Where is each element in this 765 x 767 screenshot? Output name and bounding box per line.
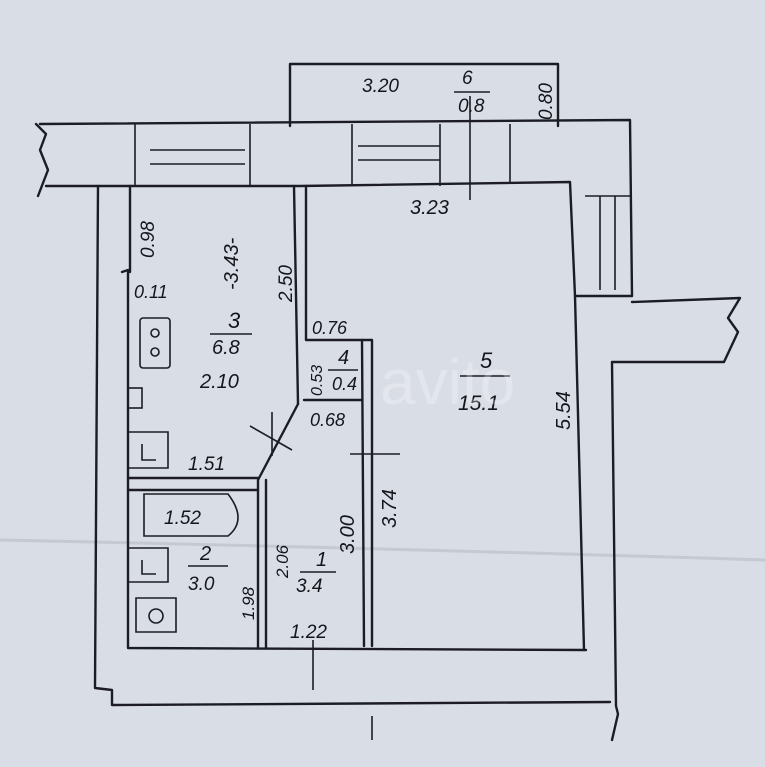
room-4-number: 4 <box>338 347 349 369</box>
stove-icon <box>139 317 171 369</box>
outer-walls <box>34 118 742 742</box>
room-5-number: 5 <box>480 348 493 373</box>
room-2-area: 3.0 <box>188 574 215 595</box>
closet-bottom-label: 0.68 <box>310 410 345 430</box>
room-2-number: 2 <box>199 543 211 565</box>
kitchen-length-label: -3.43- <box>221 237 243 290</box>
hall-width-label: 1.22 <box>290 622 327 643</box>
kitchen-top-label: 0.98 <box>138 221 159 258</box>
bathtub-icon <box>143 493 239 537</box>
balcony-depth-label: 0.80 <box>536 83 557 120</box>
balcony-length-label: 3.20 <box>362 76 399 97</box>
bathtub-label: 1.52 <box>164 508 201 529</box>
room-3-area: 6.8 <box>212 337 240 359</box>
bath-side2-label: 1.98 <box>239 586 258 620</box>
balcony <box>288 62 560 128</box>
partition-label: 2.50 <box>276 265 297 303</box>
room-1-area: 3.4 <box>296 576 322 597</box>
hall-length-label: 3.74 <box>379 489 401 528</box>
hall-side-label: 3.00 <box>337 515 359 554</box>
closet-top-label: 0.76 <box>312 318 348 338</box>
room-6-area: 0.8 <box>458 96 485 117</box>
room-1-number: 1 <box>316 549 327 571</box>
sink-icon <box>127 387 143 409</box>
room5-width-label: 3.23 <box>410 197 449 219</box>
room5-length-label: 5.54 <box>553 391 575 430</box>
bath-side-label: 2.06 <box>273 544 292 579</box>
kitchen-width-label: 2.10 <box>199 371 239 393</box>
closet-side-label: 0.53 <box>309 365 326 396</box>
watermark: avito <box>380 346 515 418</box>
room-4-area: 0.4 <box>332 374 357 394</box>
bath-wall-label: 1.51 <box>188 454 225 475</box>
room-5-area: 15.1 <box>458 392 499 415</box>
dimension-lines <box>312 96 471 740</box>
kitchen-sink-icon <box>128 431 169 469</box>
interior-walls <box>126 184 586 652</box>
room-6-number: 6 <box>462 68 473 89</box>
room-3-number: 3 <box>228 308 241 333</box>
paper-fold-line <box>0 538 765 562</box>
kitchen-side-label: 0.11 <box>134 282 168 302</box>
fixtures <box>127 317 239 633</box>
toilet-icon <box>135 597 177 633</box>
washbasin-icon <box>128 547 169 583</box>
